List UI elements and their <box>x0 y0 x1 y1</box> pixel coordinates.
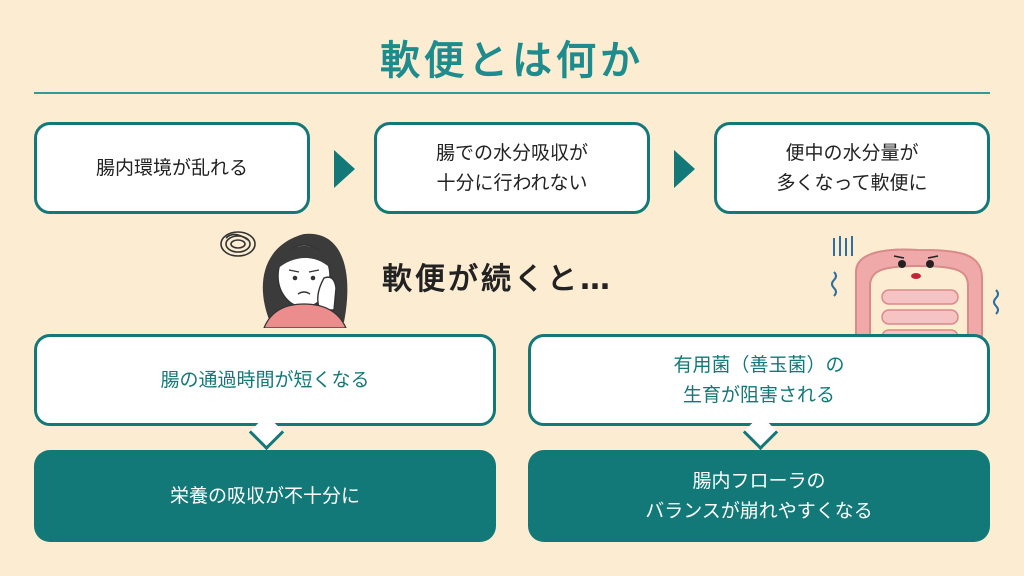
effect-bubble-1: 腸の通過時間が短くなる <box>34 334 496 426</box>
arrow-right-icon <box>334 150 355 188</box>
step-box-1: 腸内環境が乱れる <box>34 122 310 214</box>
step-box-3: 便中の水分量が 多くなって軟便に <box>714 122 990 214</box>
effect-bubble-2: 有用菌（善玉菌）の 生育が阻害される <box>528 334 990 426</box>
effect-result-2: 腸内フローラの バランスが崩れやすくなる <box>528 450 990 542</box>
arrow-right-icon <box>674 150 695 188</box>
step-box-2: 腸での水分吸収が 十分に行われない <box>374 122 650 214</box>
worried-woman-illustration <box>220 231 348 328</box>
effect-result-1: 栄養の吸収が不十分に <box>34 450 496 542</box>
title-divider <box>34 92 990 94</box>
page-title: 軟便とは何か <box>380 38 644 84</box>
subheading: 軟便が続くと… <box>382 262 613 297</box>
